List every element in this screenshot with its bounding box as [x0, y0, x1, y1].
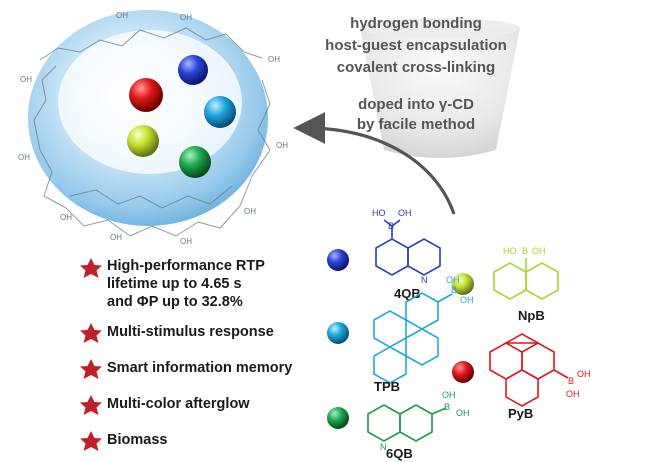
green-sphere — [179, 146, 211, 178]
cd-oh-label: OH — [110, 233, 122, 242]
qb6-nitrogen: N — [380, 442, 387, 452]
qb4-ho: HO — [372, 208, 386, 218]
cd-oh-label: OH — [180, 237, 192, 246]
npb-boron: B — [522, 246, 528, 256]
qb4-sphere — [327, 249, 349, 271]
method-facile: by facile method — [356, 116, 476, 133]
qb4-nitrogen: N — [421, 275, 428, 285]
method-doped: doped into γ-CD — [358, 96, 474, 113]
yellow-sphere — [127, 125, 159, 157]
feature-multi-color: Multi-color afterglow — [107, 396, 250, 412]
star-icon — [80, 359, 102, 379]
feature-rtp-line2: lifetime up to 4.65 s — [107, 276, 242, 292]
pyb-name: PyB — [508, 406, 533, 421]
qb4-structure — [375, 219, 441, 276]
method-host-guest: host-guest encapsulation — [325, 37, 507, 54]
feature-multi-stimulus: Multi-stimulus response — [107, 324, 274, 340]
pyb-sphere — [452, 361, 474, 383]
star-icon — [80, 395, 102, 415]
npb-structure — [493, 258, 559, 300]
cd-oh-label: OH — [18, 153, 30, 162]
cd-oh-label: OH — [276, 141, 288, 150]
blue-sphere — [178, 55, 208, 85]
qb6-oh: OH — [442, 390, 456, 400]
cyan-sphere — [204, 96, 236, 128]
transfer-arrow — [293, 112, 456, 215]
qb6-name: 6QB — [386, 446, 413, 461]
red-sphere — [129, 78, 163, 112]
feature-rtp-line1: High-performance RTP — [107, 258, 265, 274]
qb4-boron: B — [388, 221, 394, 231]
qb4-name: 4QB — [394, 286, 421, 301]
npb-ho: HO — [503, 246, 517, 256]
tpb-oh-2: OH — [460, 295, 474, 305]
npb-oh: OH — [532, 246, 546, 256]
cd-oh-label: OH — [244, 207, 256, 216]
cd-oh-label: OH — [180, 13, 192, 22]
feature-smart-memory: Smart information memory — [107, 360, 293, 376]
feature-rtp-line3: and ΦP up to 32.8% — [107, 294, 243, 310]
feature-biomass: Biomass — [107, 432, 168, 448]
npb-sphere — [452, 273, 474, 295]
method-hydrogen-bonding: hydrogen bonding — [350, 15, 482, 32]
method-covalent: covalent cross-linking — [336, 59, 496, 76]
qb6-boron: B — [444, 402, 450, 412]
gamma-cd-cup — [360, 18, 520, 158]
qb6-oh-2: OH — [456, 408, 470, 418]
tpb-boron: B — [451, 285, 457, 295]
pyb-boron: B — [568, 376, 574, 386]
pyb-oh: OH — [577, 369, 591, 379]
qb6-structure — [367, 404, 447, 442]
npb-name: NpB — [518, 308, 545, 323]
cd-oh-label: OH — [20, 75, 32, 84]
cd-oh-label: OH — [268, 55, 280, 64]
cd-skeleton-lines — [33, 27, 271, 237]
qb4-oh: OH — [398, 208, 412, 218]
pyb-structure — [489, 333, 569, 407]
cd-oh-label: OH — [60, 213, 72, 222]
star-icon — [80, 258, 102, 278]
tpb-oh: OH — [446, 275, 460, 285]
qb6-sphere — [327, 407, 349, 429]
cd-oh-label: OH — [116, 11, 128, 20]
pyb-oh-2: OH — [566, 389, 580, 399]
tpb-structure — [373, 292, 453, 384]
cyclodextrin-model: OH OH OH OH OH OH OH OH OH OH — [18, 10, 288, 246]
star-icon — [80, 431, 102, 451]
tpb-name: TPB — [374, 379, 400, 394]
star-icon — [80, 323, 102, 343]
tpb-sphere — [327, 322, 349, 344]
feature-stars — [80, 258, 102, 451]
